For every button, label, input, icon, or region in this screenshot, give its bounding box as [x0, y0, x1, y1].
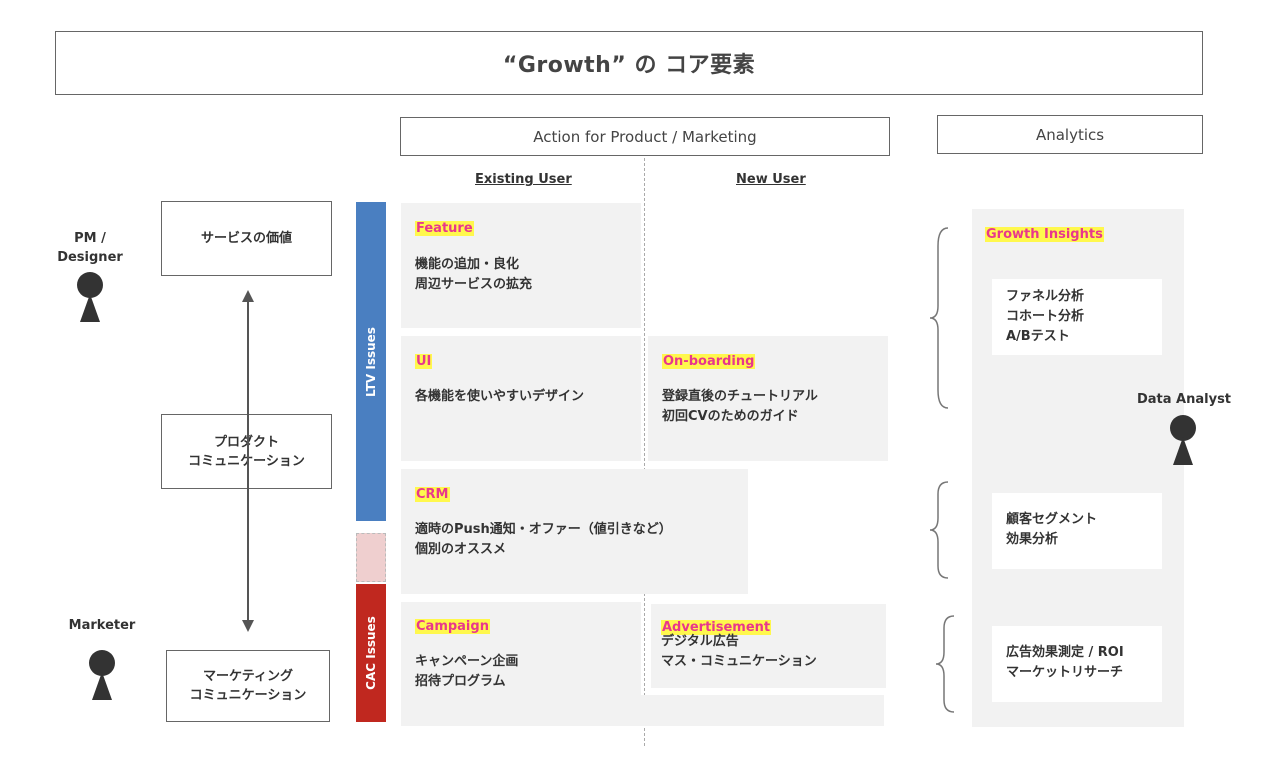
product-communication-box: プロダクト コミュニケーション [161, 414, 332, 489]
onboarding-tag: On-boarding [662, 354, 756, 369]
ltv-issues-bar: LTV Issues [356, 202, 386, 521]
growth-insights-tag: Growth Insights [985, 227, 1104, 242]
analytics-header-label: Analytics [1035, 125, 1105, 144]
product-communication-label: プロダクト コミュニケーション [188, 434, 305, 469]
onboarding-card: On-boarding 登録直後のチュートリアル 初回CVのためのガイド [648, 336, 888, 461]
advertisement-body: デジタル広告 マス・コミュニケーション [661, 634, 817, 669]
ui-tag: UI [415, 354, 433, 369]
feature-body: 機能の追加・良化 周辺サービスの拡充 [415, 257, 533, 292]
funnel-analysis-text: ファネル分析 コホート分析 A/Bテスト [1006, 289, 1085, 344]
campaign-card: Campaign キャンペーン企画 招待プログラム [401, 602, 641, 726]
funnel-analysis-box: ファネル分析 コホート分析 A/Bテスト [992, 279, 1162, 355]
action-header-label: Action for Product / Marketing [533, 127, 757, 146]
campaign-body: キャンペーン企画 招待プログラム [415, 654, 519, 689]
crm-tag: CRM [415, 487, 450, 502]
marketer-person-icon [89, 650, 115, 700]
page-title: “Growth” の コア要素 [502, 53, 756, 78]
brace-icon-ad [935, 615, 955, 713]
ad-effect-box: 広告効果測定 / ROI マーケットリサーチ [992, 626, 1162, 702]
marketing-communication-label: マーケティング コミュニケーション [189, 669, 307, 703]
cac-issues-bar: CAC Issues [356, 584, 386, 722]
onboarding-body: 登録直後のチュートリアル 初回CVのためのガイド [662, 389, 818, 424]
advertisement-card: Advertisement デジタル広告 マス・コミュニケーション [651, 604, 886, 688]
marketing-communication-box: マーケティング コミュニケーション [166, 650, 330, 722]
feature-tag: Feature [415, 221, 474, 236]
feature-card: Feature 機能の追加・良化 周辺サービスの拡充 [401, 203, 641, 328]
service-value-label: サービスの価値 [200, 231, 292, 246]
double-arrow-icon [242, 290, 254, 632]
column-new-user: New User [736, 172, 806, 187]
advertisement-tag: Advertisement [661, 620, 772, 635]
column-divider [644, 158, 645, 746]
campaign-card-extension [641, 695, 884, 726]
marketer-label: Marketer [68, 618, 136, 633]
pm-person-icon [77, 272, 103, 322]
ui-card: UI 各機能を使いやすいデザイン [401, 336, 641, 461]
campaign-tag: Campaign [415, 619, 490, 634]
page-title-box: “Growth” の コア要素 [55, 31, 1203, 95]
segment-text: 顧客セグメント 効果分析 [1006, 512, 1098, 547]
column-existing-user: Existing User [475, 172, 572, 187]
action-header: Action for Product / Marketing [400, 117, 890, 156]
brace-icon-segment [929, 481, 949, 579]
crm-card: CRM 適時のPush通知・オファー（値引きなど） 個別のオススメ [401, 469, 748, 594]
service-value-box: サービスの価値 [161, 201, 332, 276]
crm-body: 適時のPush通知・オファー（値引きなど） 個別のオススメ [415, 522, 672, 557]
ad-effect-text: 広告効果測定 / ROI マーケットリサーチ [1006, 645, 1124, 680]
segment-box: 顧客セグメント 効果分析 [992, 493, 1162, 569]
ltv-issues-label: LTV Issues [364, 326, 379, 397]
ui-body: 各機能を使いやすいデザイン [415, 389, 585, 404]
brace-icon-growth [929, 227, 949, 409]
analytics-header: Analytics [937, 115, 1203, 154]
data-analyst-label: Data Analyst [1136, 392, 1232, 407]
gap-bar [356, 533, 386, 582]
cac-issues-label: CAC Issues [364, 616, 378, 690]
data-analyst-person-icon [1170, 415, 1196, 465]
pm-designer-label: PM / Designer [57, 231, 123, 265]
